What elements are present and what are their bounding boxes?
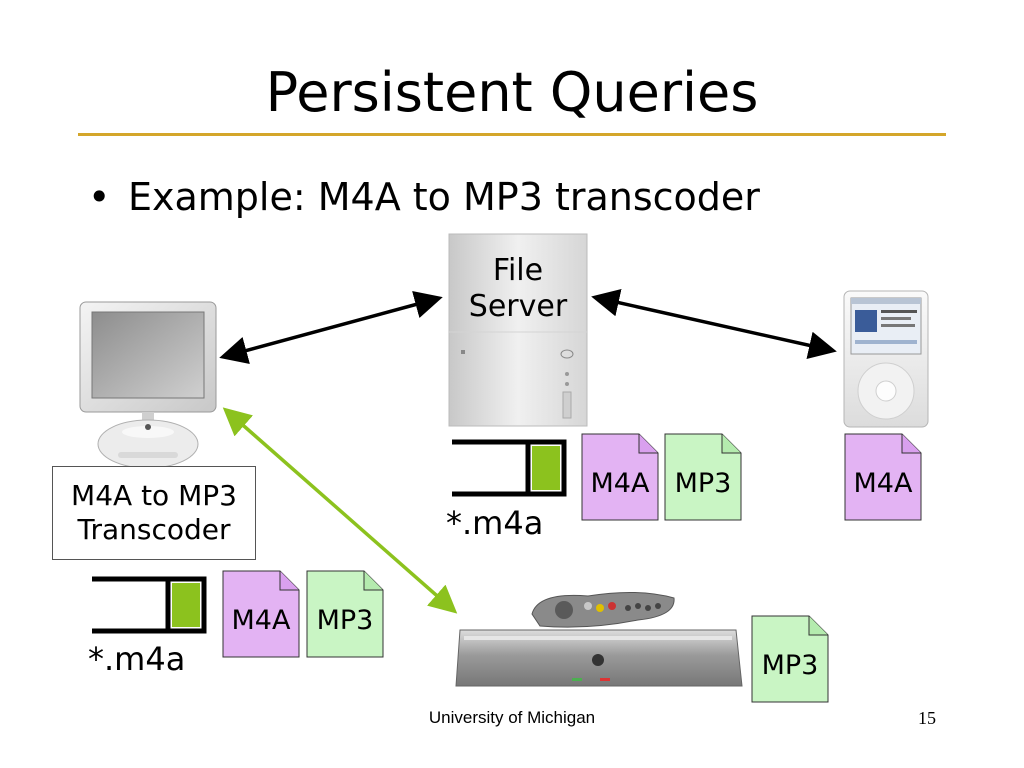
bullet-text: Example: M4A to MP3 transcoder bbox=[128, 175, 760, 219]
client-query-queue bbox=[92, 576, 207, 634]
transcoder-label-line2: Transcoder bbox=[77, 513, 231, 546]
imac-tivo-link bbox=[222, 407, 458, 614]
bullet-item: • Example: M4A to MP3 transcoder bbox=[88, 172, 760, 222]
ipod-doc-m4a-label: M4A bbox=[853, 468, 913, 499]
server-doc-mp3: MP3 bbox=[664, 433, 742, 521]
remote-control-icon bbox=[531, 591, 675, 628]
server-ipod-link bbox=[591, 288, 837, 360]
bullet-symbol: • bbox=[88, 175, 111, 219]
file-server-tower-icon bbox=[448, 233, 588, 427]
title-underline bbox=[78, 133, 946, 136]
client-doc-mp3: MP3 bbox=[306, 570, 384, 658]
server-doc-mp3-label: MP3 bbox=[674, 468, 732, 499]
server-query-filter: *.m4a bbox=[446, 504, 544, 542]
client-doc-m4a: M4A bbox=[222, 570, 300, 658]
file-server-label: File Server bbox=[449, 253, 587, 325]
page-number: 15 bbox=[918, 708, 936, 728]
transcoder-label-box: M4A to MP3 Transcoder bbox=[52, 466, 256, 560]
file-server-label-line1: File bbox=[492, 253, 544, 288]
file-server-label-line2: Server bbox=[468, 289, 568, 324]
client-doc-m4a-label: M4A bbox=[231, 605, 291, 636]
tivo-doc-mp3: MP3 bbox=[751, 615, 829, 703]
client-query-filter: *.m4a bbox=[88, 640, 186, 678]
client-doc-mp3-label: MP3 bbox=[316, 605, 374, 636]
tivo-receiver-icon bbox=[455, 629, 743, 687]
ipod-icon bbox=[843, 290, 929, 428]
server-doc-m4a-label: M4A bbox=[590, 468, 650, 499]
footer-institution: University of Michigan bbox=[428, 708, 596, 727]
imac-server-link bbox=[219, 290, 443, 365]
tivo-doc-mp3-label: MP3 bbox=[761, 650, 819, 681]
server-query-queue bbox=[452, 439, 567, 497]
ipod-doc-m4a: M4A bbox=[844, 433, 922, 521]
server-doc-m4a: M4A bbox=[581, 433, 659, 521]
imac-computer-icon bbox=[79, 301, 217, 469]
slide-title: Persistent Queries bbox=[265, 61, 759, 124]
transcoder-label-line1: M4A to MP3 bbox=[71, 479, 237, 512]
